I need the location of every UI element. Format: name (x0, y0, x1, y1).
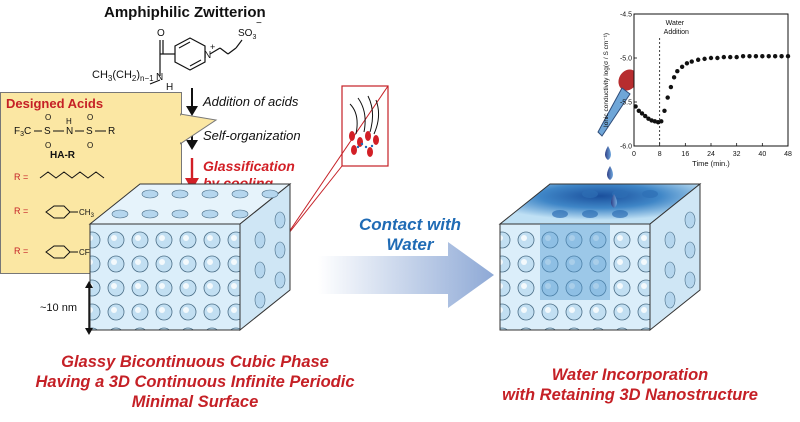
scale-label: ~10 nm (40, 302, 77, 314)
alkyl-chain-label: CH3(CH2)n−1 (92, 69, 154, 84)
sulfonate-label: SO3 (238, 28, 256, 41)
data-point (760, 54, 765, 59)
data-point (721, 54, 727, 60)
step-addition: Addition of acids (203, 94, 299, 109)
data-point (785, 54, 791, 59)
svg-text:CH3: CH3 (79, 208, 95, 219)
caption-right-line-2: with Retaining 3D Nanostructure (502, 386, 758, 404)
svg-text:R =: R = (14, 206, 28, 216)
svg-text:R: R (108, 126, 115, 137)
data-point (679, 64, 685, 69)
svg-text:N: N (66, 126, 73, 137)
data-point (636, 108, 642, 114)
x-axis-label: Time (min.) (692, 159, 730, 168)
scale-bar (85, 281, 93, 335)
caption-right-line-1: Water Incorporation (551, 366, 709, 384)
zwitterion-structure: O N + N H SO3 − (149, 18, 262, 93)
title: Amphiphilic Zwitterion (104, 4, 266, 21)
x-tick-label: 40 (758, 151, 766, 158)
y-tick-label: -6.0 (620, 144, 632, 151)
step-selforg: Self-organization (203, 128, 301, 143)
acid-formula: F3C S N H S R O O O O HA-R R = R = CH3 R… (14, 114, 115, 259)
caption-left: Glassy Bicontinuous Cubic Phase Having a… (20, 352, 370, 412)
svg-text:O: O (45, 114, 51, 122)
amide-nitrogen: N (156, 72, 163, 83)
micelle-inset (255, 85, 389, 265)
x-tick-label: 24 (707, 151, 715, 158)
data-point (695, 57, 701, 62)
data-point (662, 108, 667, 114)
svg-text:O: O (87, 141, 93, 150)
data-point (740, 54, 746, 59)
data-point (665, 95, 670, 100)
data-point (715, 55, 720, 61)
caption-left-line-3: Minimal Surface (131, 393, 259, 411)
svg-text:S: S (44, 126, 51, 137)
acids-callout-pointer (180, 113, 218, 145)
data-point (702, 56, 707, 62)
data-point (668, 84, 674, 90)
data-point (671, 75, 677, 80)
data-point (772, 54, 778, 59)
contact-arrow (318, 242, 494, 308)
acids-title: Designed Acids (6, 96, 104, 111)
data-point (747, 54, 752, 59)
water-incorporated-cube (498, 182, 702, 332)
data-point (646, 116, 651, 121)
x-tick-label: 32 (733, 151, 741, 158)
plus-charge: + (210, 42, 215, 52)
caption-left-line-2: Having a 3D Continuous Infinite Periodic (35, 373, 355, 391)
y-tick-label: -4.5 (620, 12, 632, 19)
data-point (675, 69, 680, 74)
data-point (766, 54, 771, 59)
data-point (753, 54, 759, 59)
data-point (643, 113, 648, 119)
y-tick-label: -5.0 (620, 56, 632, 63)
data-point (659, 119, 664, 124)
caption-left-line-1: Glassy Bicontinuous Cubic Phase (61, 353, 329, 371)
svg-text:O: O (87, 114, 93, 122)
contact-with-water-label: Contact with Water (359, 215, 461, 254)
data-point (708, 55, 714, 61)
x-tick-label: 0 (632, 151, 636, 158)
data-point (689, 59, 694, 64)
y-axis-label: Ionic conductivity log(σ / S cm⁻¹) (603, 33, 610, 127)
annotation-addition: Addition (664, 29, 689, 36)
data-point (684, 61, 690, 66)
svg-text:H: H (66, 117, 72, 126)
glassy-cubic-phase-cube (88, 182, 292, 332)
data-point (639, 111, 645, 116)
data-point (633, 104, 638, 109)
caption-right: Water Incorporation with Retaining 3D Na… (470, 365, 790, 405)
svg-text:O: O (45, 141, 51, 150)
svg-text:F3C: F3C (14, 126, 31, 138)
annotation-water: Water (666, 20, 685, 27)
svg-text:HA-R: HA-R (50, 150, 76, 161)
svg-text:R =: R = (14, 246, 28, 256)
amide-hydrogen: H (166, 82, 173, 93)
oxygen-atom: O (157, 28, 165, 39)
svg-text:R =: R = (14, 172, 28, 182)
x-tick-label: 48 (784, 151, 792, 158)
svg-text:S: S (86, 126, 93, 137)
x-tick-label: 16 (681, 151, 689, 158)
chart-frame (633, 13, 789, 147)
pipette-drops (597, 69, 638, 208)
y-tick-label: -5.5 (620, 100, 632, 107)
minus-charge: − (256, 18, 262, 29)
data-point (734, 54, 739, 60)
x-tick-label: 8 (658, 151, 662, 158)
ring-nitrogen: N (204, 50, 211, 61)
data-point (779, 54, 784, 59)
data-point (728, 54, 733, 60)
